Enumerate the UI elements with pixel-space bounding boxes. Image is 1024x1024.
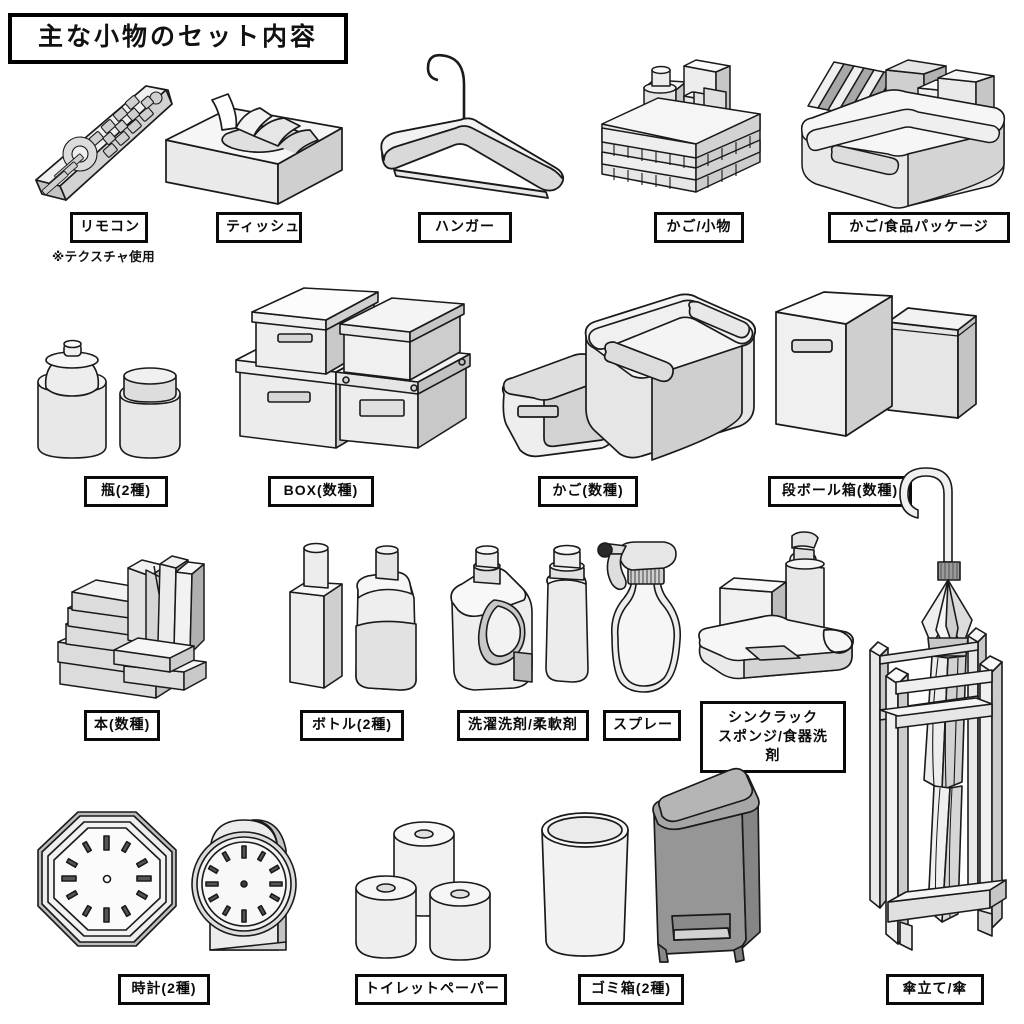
laundry-detergent-icon — [438, 540, 598, 700]
item-label-jars: 瓶(2種) — [84, 476, 168, 507]
sink-rack-icon — [688, 531, 868, 692]
basket-small-goods-icon — [588, 52, 778, 212]
jars-icon — [28, 322, 208, 467]
sink-rack-label-line1: シンクラック — [728, 709, 818, 725]
item-label-hanger: ハンガー — [418, 212, 512, 243]
item-label-basket-food: かご/食品パッケージ — [828, 212, 1010, 243]
cardboard-boxes-icon — [762, 291, 982, 462]
baskets-icon — [490, 290, 760, 462]
books-icon — [28, 548, 258, 700]
clocks-icon — [30, 800, 310, 960]
item-label-umbrella: 傘立て/傘 — [886, 974, 984, 1005]
item-label-sink-rack: シンクラック スポンジ/食器洗剤 — [700, 701, 846, 773]
toilet-paper-icon — [346, 808, 526, 961]
bottles-icon — [276, 538, 436, 698]
basket-food-package-icon — [790, 48, 1010, 213]
umbrella-stand-icon — [850, 467, 1020, 970]
item-label-books: 本(数種) — [84, 710, 160, 741]
storage-boxes-icon — [222, 287, 472, 460]
trash-bins-icon — [532, 758, 762, 963]
item-label-clocks: 時計(2種) — [118, 974, 210, 1005]
item-label-basket-goods: かご/小物 — [654, 212, 744, 243]
spray-bottle-icon — [588, 536, 698, 701]
item-label-remote: リモコン — [70, 212, 148, 243]
item-label-boxes: BOX(数種) — [268, 476, 374, 507]
item-label-tissue: ティッシュ — [216, 212, 302, 243]
page-title: 主な小物のセット内容 — [8, 13, 349, 64]
item-label-spray: スプレー — [603, 710, 681, 741]
texture-note: ※テクスチャ使用 — [52, 250, 156, 264]
tissue-box-icon — [160, 78, 350, 208]
item-label-trash-bins: ゴミ箱(2種) — [578, 974, 684, 1005]
item-label-bottles: ボトル(2種) — [300, 710, 404, 741]
remote-control-icon — [22, 72, 182, 202]
clothes-hanger-icon — [360, 40, 580, 210]
item-label-laundry: 洗濯洗剤/柔軟剤 — [457, 710, 589, 741]
item-label-cardboard: 段ボール箱(数種) — [768, 476, 912, 507]
item-label-toilet-paper: トイレットペーパー — [355, 974, 507, 1005]
sink-rack-label-line2: スポンジ/食器洗剤 — [718, 727, 828, 763]
item-label-baskets: かご(数種) — [538, 476, 638, 507]
